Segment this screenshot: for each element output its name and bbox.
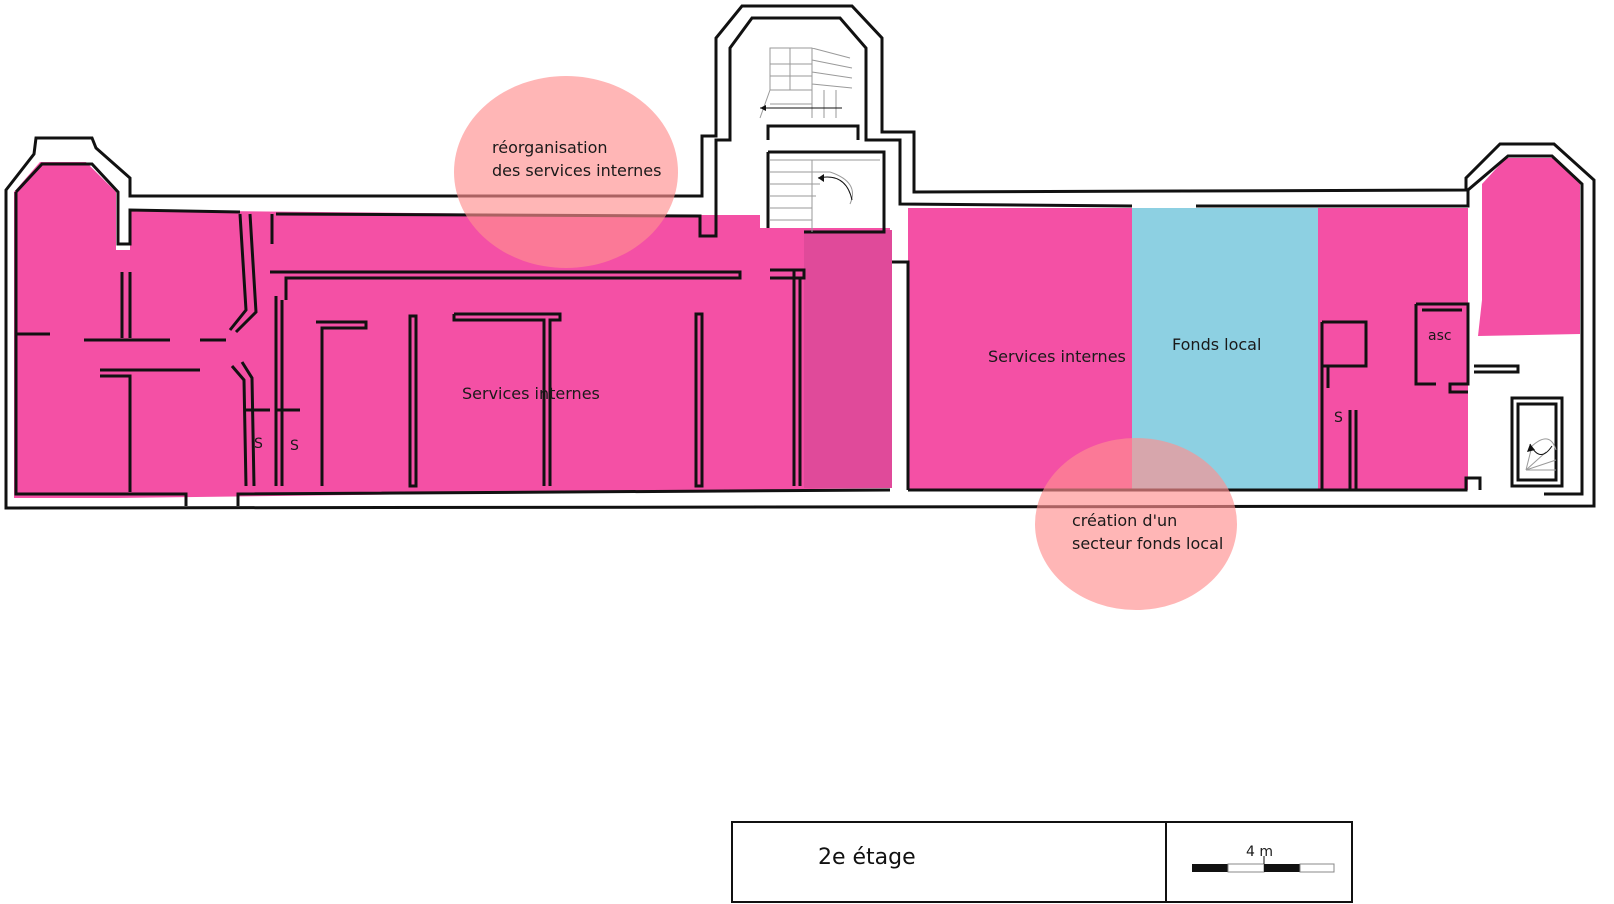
- partition-left-2: [120, 272, 132, 338]
- right-stair-box: [1510, 396, 1564, 488]
- label-asc: asc: [1428, 328, 1452, 344]
- right-tower-divider: [1474, 364, 1520, 374]
- stair-steps-upper: [759, 47, 853, 119]
- title-block-frame: [731, 821, 1353, 903]
- stair-right-arrow-head: [1527, 444, 1535, 452]
- inner-wall: [14, 162, 241, 246]
- right-partition-1: [892, 260, 910, 490]
- label-services-internes-left: Services internes: [462, 384, 600, 403]
- partition-left-5: [230, 361, 256, 487]
- zone-right-tower: [1478, 158, 1580, 336]
- lift-shaft: [1414, 302, 1470, 394]
- label-services-internes-right: Services internes: [988, 347, 1126, 366]
- zone-services-internes-right: [908, 208, 1132, 490]
- label-sanitary-1: S: [254, 436, 263, 452]
- zone-services-east: [1318, 208, 1468, 490]
- room-wall-c: [452, 312, 562, 486]
- annotation-bubble-creation: [1035, 438, 1237, 610]
- inner-wall-top: [275, 16, 1133, 238]
- room-wall-b: [408, 314, 418, 488]
- right-partition-2: [1320, 320, 1368, 490]
- partition-wc-1: [246, 296, 300, 486]
- scale-label: 4 m: [1246, 844, 1273, 860]
- staircase-main: [759, 47, 880, 232]
- walls-layer: [4, 4, 1596, 510]
- label-sanitary-2: S: [290, 438, 299, 454]
- inner-wall-bottom: [908, 476, 1482, 492]
- stair-steps-lower: [770, 159, 880, 232]
- inner-wall-bottom-left: [14, 192, 891, 506]
- annotation-creation-line2: secteur fonds local: [1072, 534, 1223, 553]
- zone-left-tower: [14, 162, 890, 498]
- title-block: 2e étage 4 m: [731, 821, 1353, 903]
- room-wall-d: [694, 312, 704, 488]
- annotation-reorganisation-line1: réorganisation: [492, 138, 608, 157]
- label-fonds-local: Fonds local: [1172, 335, 1261, 354]
- zones-layer: [14, 158, 1580, 498]
- scale-seg-2: [1227, 863, 1265, 873]
- annotation-creation-line1: création d'un: [1072, 511, 1177, 530]
- stair-arrow-lower-head: [818, 174, 824, 182]
- stair-tower-inner: [766, 124, 886, 234]
- annotation-bubble-reorganisation: [454, 76, 678, 268]
- partition-left-3: [100, 368, 200, 492]
- label-sanitary-3: S: [1334, 410, 1343, 426]
- scale-seg-4: [1299, 863, 1335, 873]
- partition-left-4: [228, 213, 258, 334]
- corridor-wall-2: [770, 268, 806, 280]
- room-wall-e: [792, 270, 802, 486]
- floor-label: 2e étage: [818, 845, 916, 870]
- scale-seg-1: [1192, 864, 1228, 872]
- right-partition-3: [1348, 410, 1358, 490]
- stair-right-steps: [1525, 438, 1557, 471]
- scale-seg-3: [1264, 864, 1300, 872]
- staircase-right: [1525, 438, 1557, 471]
- stair-arrow-upper-head: [760, 105, 766, 111]
- corridor-wall-1: [270, 270, 742, 300]
- partition-left-1: [16, 332, 226, 342]
- annotation-reorganisation-line2: des services internes: [492, 161, 661, 180]
- scale-bar: 4 m: [1192, 844, 1335, 873]
- outer-wall: [4, 4, 1596, 510]
- zone-services-dark-strip: [804, 230, 892, 488]
- room-wall-a: [316, 320, 368, 486]
- inner-wall-right: [1196, 154, 1584, 496]
